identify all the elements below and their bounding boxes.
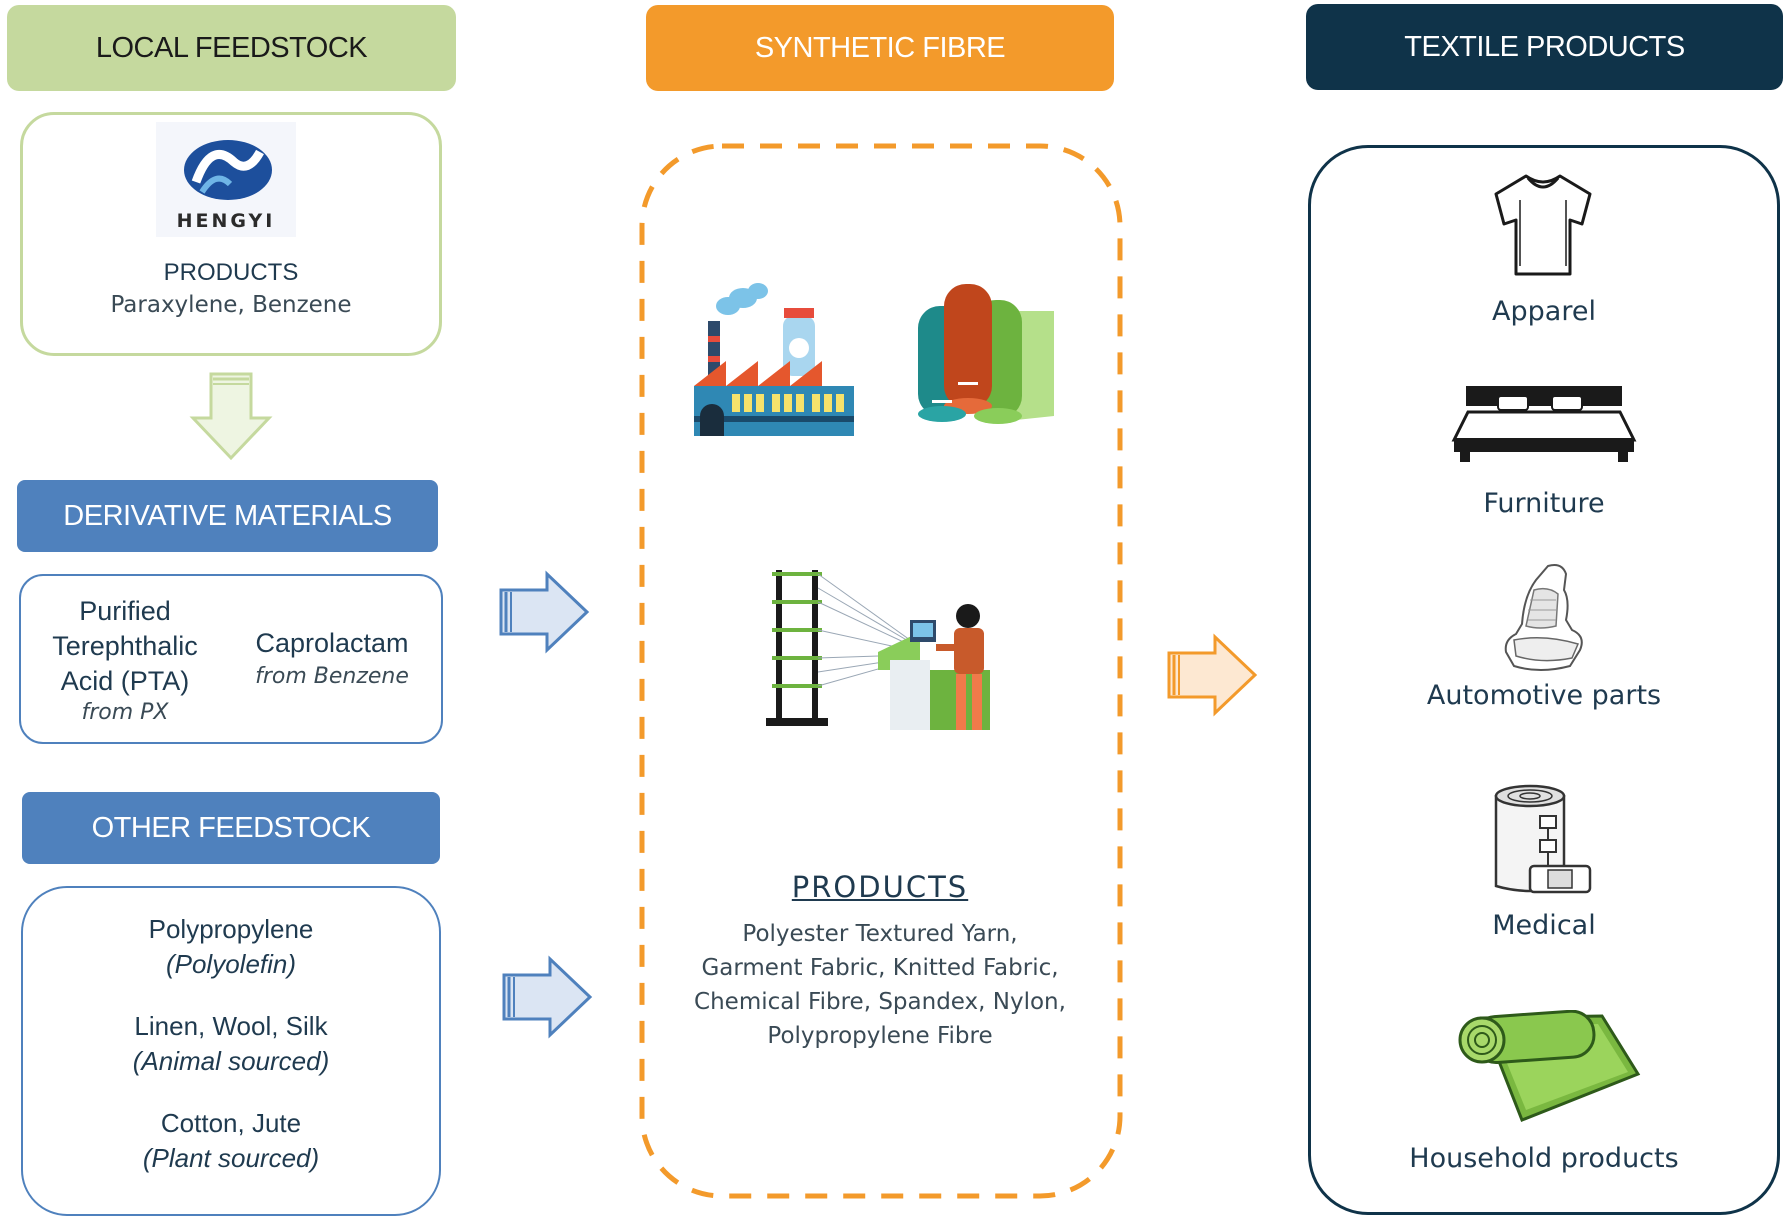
other-feedstock-header-label: OTHER FEEDSTOCK <box>91 811 371 844</box>
car-seat-icon <box>1504 564 1583 671</box>
synthetic-products-line2: Garment Fabric, Knitted Fabric, <box>701 955 1059 981</box>
synthetic-products-line1: Polyester Textured Yarn, <box>742 921 1018 947</box>
cotton-jute-name: Cotton, Jute <box>160 1108 302 1138</box>
polypropylene-name: Polypropylene <box>148 914 314 944</box>
synthetic-products-title: PRODUCTS <box>791 870 969 904</box>
other-feedstock-list: Polypropylene (Polyolefin) Linen, Wool, … <box>21 912 441 1176</box>
pta-name: Purified Terephthalic Acid (PTA) <box>30 594 220 699</box>
bed-icon <box>1451 386 1637 462</box>
bandage-roll-icon <box>1494 784 1592 894</box>
polypropylene-note: (Polyolefin) <box>165 949 297 979</box>
caprolactam-source: from Benzene <box>255 664 409 689</box>
local-products-list: Paraxylene, Benzene <box>110 292 352 318</box>
down-arrow-icon <box>189 372 273 461</box>
right-arrow-icon <box>502 955 593 1039</box>
synthetic-products-line3: Chemical Fibre, Spandex, Nylon, <box>694 989 1066 1015</box>
local-feedstock-header-label: LOCAL FEEDSTOCK <box>95 31 368 64</box>
textile-products-header: TEXTILE PRODUCTS <box>1306 4 1783 90</box>
pta-source: from PX <box>81 700 169 725</box>
right-arrow-icon <box>1167 633 1258 717</box>
synthetic-products-list: Polyester Textured Yarn, Garment Fabric,… <box>646 917 1114 1053</box>
rug-icon <box>1458 1010 1641 1122</box>
synthetic-fibre-header: SYNTHETIC FIBRE <box>646 5 1114 91</box>
textile-products-header-label: TEXTILE PRODUCTS <box>1404 30 1685 63</box>
household-products-label: Household products <box>1409 1143 1679 1174</box>
pta-line3: Acid (PTA) <box>60 666 190 696</box>
synthetic-products-line4: Polypropylene Fibre <box>767 1023 993 1049</box>
derivative-materials-header-label: DERIVATIVE MATERIALS <box>63 499 392 532</box>
factory-icon <box>694 283 854 436</box>
t-shirt-icon <box>1494 174 1592 276</box>
apparel-label: Apparel <box>1492 296 1596 327</box>
pta-line2: Terephthalic <box>52 631 198 661</box>
right-arrow-icon <box>499 570 590 654</box>
fabric-rolls-icon <box>918 284 1054 424</box>
pta-line1: Purified <box>79 596 171 626</box>
derivative-materials-header: DERIVATIVE MATERIALS <box>17 480 438 552</box>
derivative-materials-box <box>19 574 443 744</box>
local-feedstock-header: LOCAL FEEDSTOCK <box>7 5 456 91</box>
linen-wool-silk-name: Linen, Wool, Silk <box>134 1011 328 1041</box>
caprolactam-name: Caprolactam <box>255 628 409 658</box>
other-feedstock-header: OTHER FEEDSTOCK <box>22 792 440 864</box>
synthetic-fibre-box <box>639 143 1123 1199</box>
local-products-title: PRODUCTS <box>163 259 299 286</box>
spinning-machine-icon <box>766 570 990 730</box>
synthetic-fibre-header-label: SYNTHETIC FIBRE <box>754 31 1006 64</box>
cotton-jute-note: (Plant sourced) <box>142 1143 320 1173</box>
medical-label: Medical <box>1492 910 1596 941</box>
other-feedstock-box <box>21 886 441 1216</box>
automotive-parts-label: Automotive parts <box>1426 680 1662 711</box>
hengyi-logo <box>156 122 296 237</box>
furniture-label: Furniture <box>1483 488 1605 519</box>
hengyi-logo-text: HENGYI <box>176 210 276 232</box>
linen-wool-silk-note: (Animal sourced) <box>132 1046 330 1076</box>
